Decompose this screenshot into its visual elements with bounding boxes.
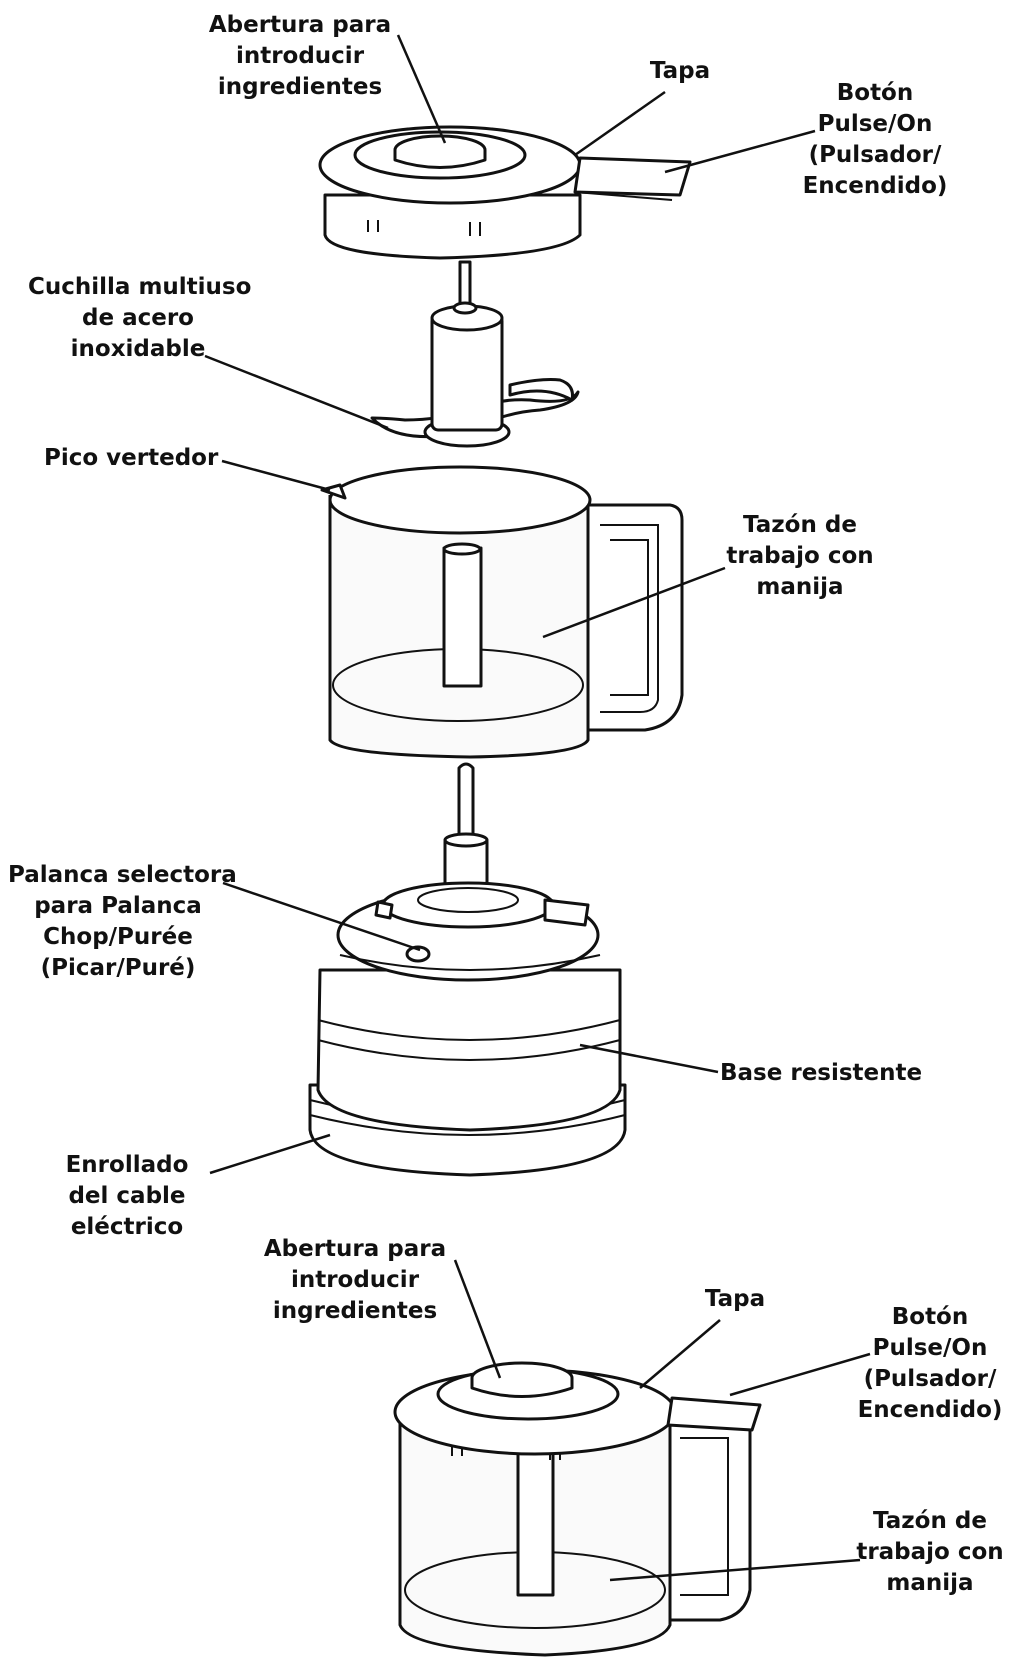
leader-lines <box>204 34 871 1582</box>
base-illustration <box>308 762 627 1177</box>
label-lid-top: Tapa <box>649 58 711 84</box>
label-selector-lever: Palanca selectora para Palanca Chop/Puré… <box>8 862 237 981</box>
label-spout: Pico vertedor <box>44 445 219 471</box>
label-lid-bottom: Tapa <box>704 1286 766 1312</box>
label-cord-wrap: Enrollado del cable eléctrico <box>65 1152 189 1240</box>
label-bowl-top: Tazón de trabajo con manija <box>726 512 874 600</box>
label-feed-tube-top: Abertura para introducir ingredientes <box>208 12 392 100</box>
label-feed-tube-bottom: Abertura para introducir ingredientes <box>263 1236 447 1324</box>
lid-top-illustration <box>318 125 692 260</box>
assembled-bowl-illustration <box>393 1361 762 1657</box>
label-pulse-button-bottom: Botón Pulse/On (Pulsador/ Encendido) <box>857 1304 1003 1423</box>
label-pulse-button-top: Botón Pulse/On (Pulsador/ Encendido) <box>802 80 948 199</box>
bowl-top-illustration <box>320 465 684 759</box>
blade-illustration <box>370 260 580 448</box>
label-base: Base resistente <box>720 1060 923 1086</box>
label-blade: Cuchilla multiuso de acero inoxidable <box>28 274 252 362</box>
label-bowl-bottom: Tazón de trabajo con manija <box>856 1508 1004 1596</box>
